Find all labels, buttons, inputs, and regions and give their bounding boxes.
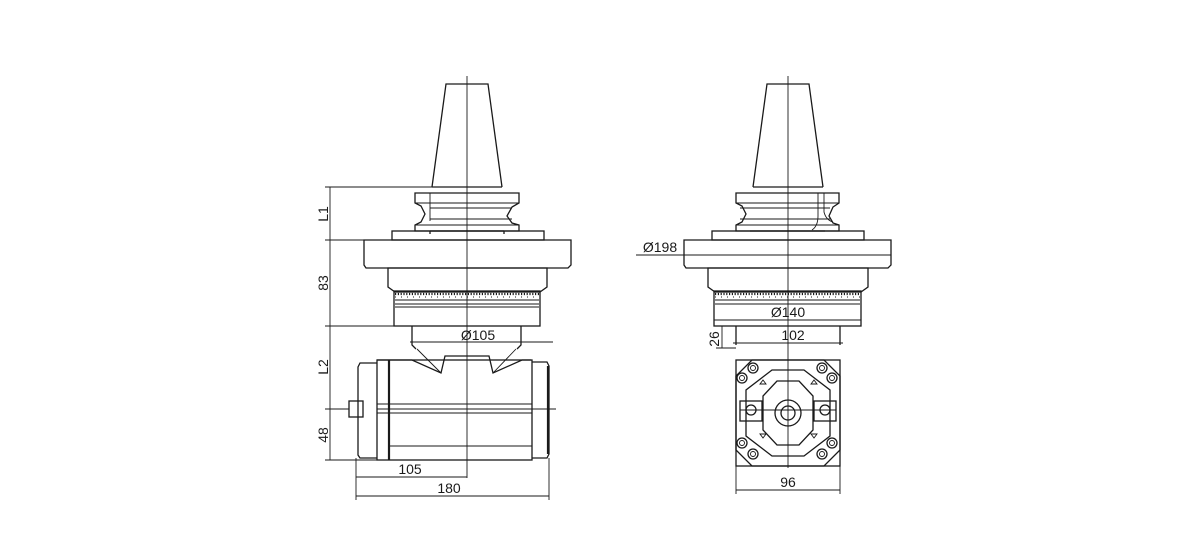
knurled-ring — [393, 290, 541, 327]
angle-head-body — [376, 359, 533, 461]
dim-L2: L2 — [315, 359, 331, 375]
taper-shank — [431, 83, 503, 188]
side-key — [348, 400, 364, 418]
dim-26: 26 — [706, 331, 722, 347]
side-view: L1 83 L2 48 Ø105 105 180 — [315, 76, 572, 500]
left-vertical-dimensions — [325, 186, 432, 461]
dim-96: 96 — [780, 474, 796, 490]
dim-102: 102 — [781, 327, 805, 343]
dim-180: 180 — [437, 480, 461, 496]
dim-83: 83 — [315, 275, 331, 291]
bolt-circle — [736, 362, 838, 460]
dim-L1: L1 — [315, 206, 331, 222]
dim-d198: Ø198 — [643, 239, 677, 255]
front-view: Ø198 Ø140 102 26 — [636, 76, 892, 494]
spindle-nut — [762, 380, 814, 446]
dim-48: 48 — [315, 427, 331, 443]
main-flange — [363, 239, 572, 269]
dim-d105: Ø105 — [461, 327, 495, 343]
dim-d140: Ø140 — [771, 304, 805, 320]
dim-105: 105 — [398, 461, 422, 477]
